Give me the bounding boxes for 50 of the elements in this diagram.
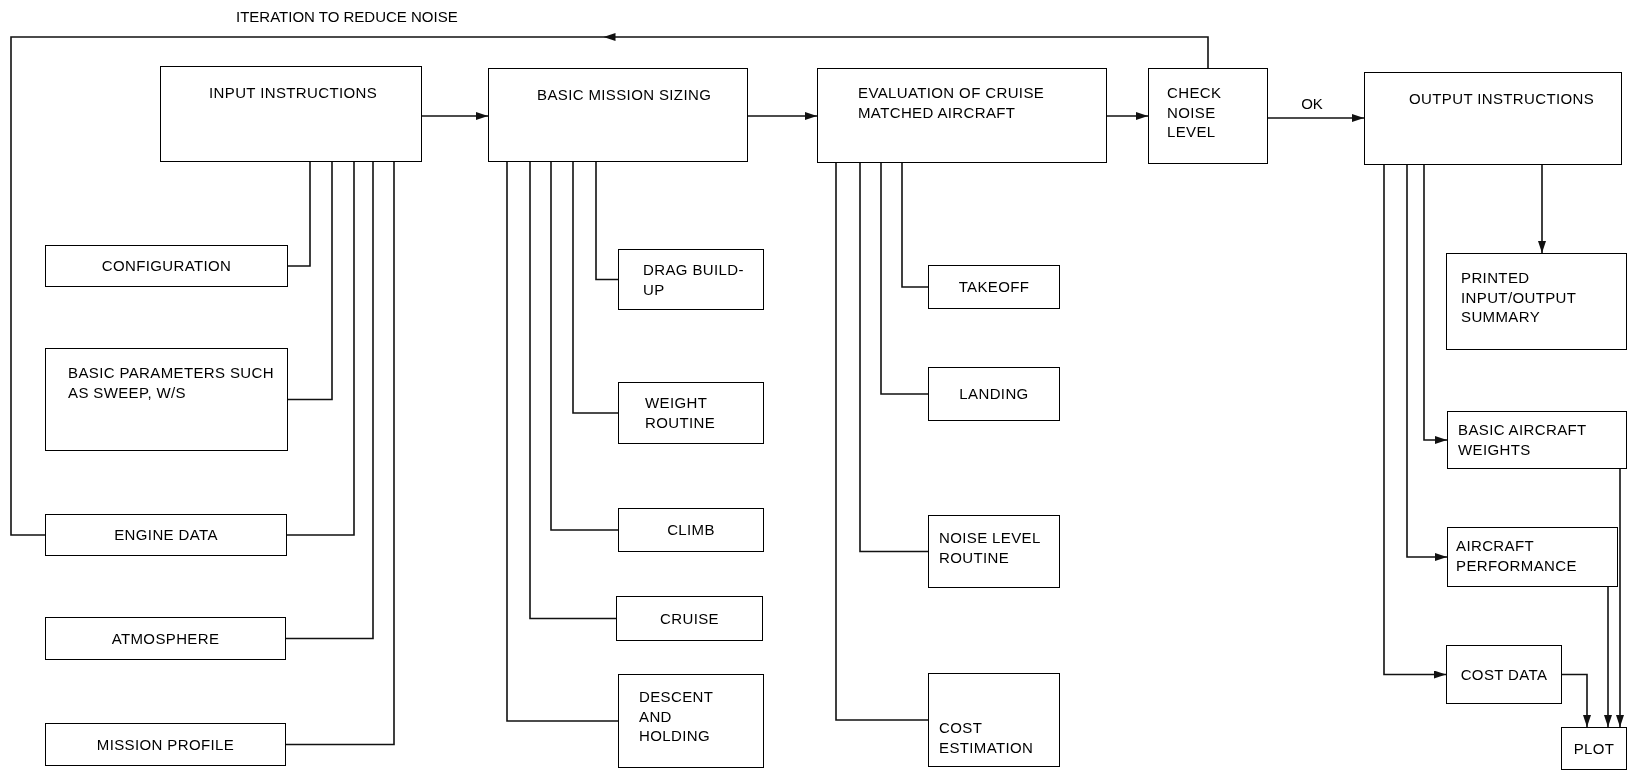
process-box: CLIMB (618, 508, 764, 552)
arrow (1383, 164, 1447, 679)
arrow (1561, 673, 1591, 728)
arrow (1267, 114, 1365, 122)
process-box: COST DATA (1446, 645, 1562, 704)
connector-line (550, 161, 619, 531)
process-box: EVALUATION OF CRUISE MATCHED AIRCRAFT (817, 68, 1107, 163)
edge-label: OK (1301, 96, 1323, 111)
connector-line (529, 161, 617, 620)
arrow (1538, 164, 1546, 254)
process-box: ATMOSPHERE (45, 617, 286, 660)
connector-line (835, 162, 929, 721)
process-box: AIRCRAFT PERFORMANCE (1447, 527, 1618, 587)
process-box: INPUT INSTRUCTIONS (160, 66, 422, 162)
process-box: LANDING (928, 367, 1060, 421)
process-box: OUTPUT INSTRUCTIONS (1364, 72, 1622, 165)
process-box: TAKEOFF (928, 265, 1060, 309)
process-box: PLOT (1561, 727, 1627, 770)
process-box: BASIC MISSION SIZING (488, 68, 748, 162)
arrow (747, 112, 818, 120)
connector-line (859, 162, 929, 553)
connector-line (285, 161, 395, 746)
process-box: CHECK NOISE LEVEL (1148, 68, 1268, 164)
process-box: BASIC PARAMETERS SUCH AS SWEEP, W/S (45, 348, 288, 451)
connector-line (287, 161, 333, 401)
process-box: DESCENT AND HOLDING (618, 674, 764, 768)
process-box: MISSION PROFILE (45, 723, 286, 766)
arrow (1106, 112, 1149, 120)
process-box: PRINTED INPUT/OUTPUT SUMMARY (1446, 253, 1627, 350)
process-box: CRUISE (616, 596, 763, 641)
connector-line (595, 161, 619, 281)
connector-line (572, 161, 619, 414)
connector-line (287, 161, 311, 267)
process-box: WEIGHT ROUTINE (618, 382, 764, 444)
connector-line (506, 161, 619, 722)
connector-line (880, 162, 929, 395)
process-box: BASIC AIRCRAFT WEIGHTS (1447, 411, 1627, 469)
process-box: NOISE LEVEL ROUTINE (928, 515, 1060, 588)
arrow (1616, 468, 1624, 728)
process-box: COST ESTIMATION (928, 673, 1060, 767)
process-box: DRAG BUILD-UP (618, 249, 764, 310)
arrow (421, 112, 489, 120)
arrow (1604, 586, 1612, 728)
arrow (1423, 164, 1448, 444)
arrow (1406, 164, 1448, 561)
connector-line (901, 162, 929, 288)
process-box: CONFIGURATION (45, 245, 288, 287)
connector-line (285, 161, 374, 640)
process-box: ENGINE DATA (45, 514, 287, 556)
connector-line (286, 161, 355, 536)
